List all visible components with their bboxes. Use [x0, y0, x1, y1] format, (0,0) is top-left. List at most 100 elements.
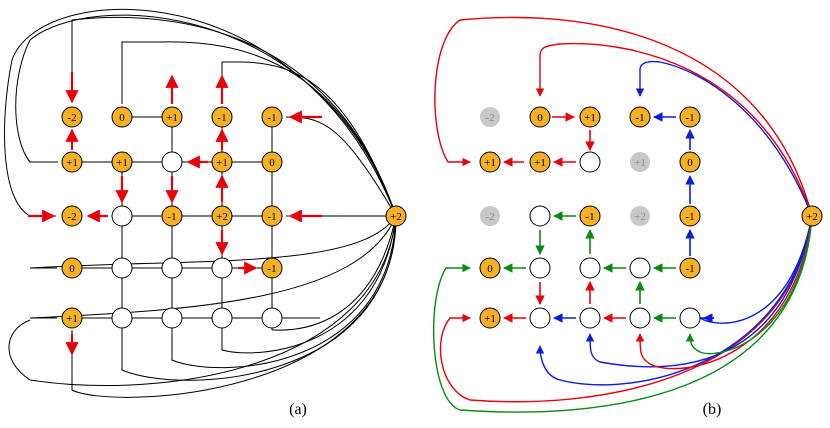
graph-node: -1 — [261, 205, 283, 227]
graph-node: +1 — [61, 151, 83, 173]
arc-to-r5-bottom-1 — [8, 215, 397, 387]
svg-text:-1: -1 — [685, 112, 694, 124]
arc-to-r5-bottom-2 — [271, 215, 397, 331]
arc-red-bottom2 — [635, 215, 813, 370]
graph-node: +1 — [579, 106, 601, 128]
graph-node: 0 — [111, 106, 133, 128]
graph-node: +1 — [111, 151, 133, 173]
svg-text:0: 0 — [69, 263, 75, 275]
graph-node-empty — [629, 257, 651, 279]
source-node: +2 — [801, 205, 823, 227]
graph-node-empty — [529, 307, 551, 329]
svg-text:+1: +1 — [584, 112, 596, 124]
svg-text:+1: +1 — [166, 112, 178, 124]
graph-node: 0 — [261, 151, 283, 173]
arc-to-r5-bottom-3 — [221, 215, 397, 354]
svg-text:+1: +1 — [534, 157, 546, 169]
svg-text:+1: +1 — [484, 157, 496, 169]
arc-green-bottom — [432, 215, 813, 413]
graph-node-empty — [211, 257, 233, 279]
svg-text:-1: -1 — [167, 211, 176, 223]
arc-blue-bottom3 — [585, 215, 813, 368]
graph-node: +1 — [529, 151, 551, 173]
graph-node: -1 — [579, 205, 601, 227]
graph-node: 0 — [479, 257, 501, 279]
graph-node: 0 — [529, 106, 551, 128]
panel-b-caption: (b) — [703, 401, 722, 418]
svg-text:-1: -1 — [217, 112, 226, 124]
graph-node-ghost: -2 — [480, 206, 500, 226]
svg-text:-1: -1 — [635, 112, 644, 124]
svg-text:+2: +2 — [806, 211, 818, 223]
graph-node: +1 — [479, 307, 501, 329]
graph-node: +1 — [61, 307, 83, 329]
panel-a-nodes: -2 0 +1 -1 -1 +1 +1 +1 0 -2 -1 +2 -1 0 -… — [61, 106, 407, 329]
svg-text:0: 0 — [687, 157, 693, 169]
arc-to-r4-left — [29, 215, 397, 269]
graph-node-empty — [579, 307, 601, 329]
svg-text:-1: -1 — [585, 211, 594, 223]
graph-node-ghost: +2 — [630, 206, 650, 226]
svg-text:-1: -1 — [267, 211, 276, 223]
graph-node-empty — [529, 205, 551, 227]
svg-text:+1: +1 — [116, 157, 128, 169]
graph-node: -2 — [61, 106, 83, 128]
graph-node: +1 — [211, 151, 233, 173]
panel-a: -2 0 +1 -1 -1 +1 +1 +1 0 -2 -1 +2 -1 0 -… — [4, 8, 407, 418]
graph-node-empty — [161, 257, 183, 279]
graph-node: +1 — [479, 151, 501, 173]
graph-node-empty — [161, 151, 183, 173]
panel-b-flow-arrows — [503, 112, 714, 323]
graph-node: -1 — [161, 205, 183, 227]
graph-node-empty — [161, 307, 183, 329]
svg-text:+1: +1 — [66, 157, 78, 169]
source-node: +2 — [385, 205, 407, 227]
arc-blue-bottom2 — [697, 215, 813, 324]
svg-text:0: 0 — [269, 157, 275, 169]
graph-node: -1 — [261, 106, 283, 128]
svg-text:-2: -2 — [485, 211, 494, 223]
graph-node-ghost: +1 — [630, 152, 650, 172]
svg-text:-2: -2 — [67, 112, 76, 124]
arc-green-bottom2 — [685, 215, 813, 355]
panel-b-nodes: -2 0 +1 -1 -1 +1 +1 +1 0 -2 -1 +2 -1 0 -… — [479, 106, 823, 329]
panel-a-flow-arrows — [28, 72, 322, 356]
svg-text:-1: -1 — [267, 263, 276, 275]
graph-node: -2 — [61, 205, 83, 227]
graph-node-empty — [111, 257, 133, 279]
graph-node: 0 — [61, 257, 83, 279]
graph-node-empty — [111, 205, 133, 227]
graph-node: -1 — [679, 257, 701, 279]
graph-node-empty — [261, 307, 283, 329]
panel-a-grid — [72, 116, 320, 360]
svg-text:-1: -1 — [685, 263, 694, 275]
graph-node: -1 — [261, 257, 283, 279]
graph-node: 0 — [679, 151, 701, 173]
svg-text:0: 0 — [487, 263, 493, 275]
svg-text:+2: +2 — [634, 211, 646, 223]
graph-node: +1 — [161, 106, 183, 128]
svg-text:-1: -1 — [685, 211, 694, 223]
graph-node-empty — [629, 307, 651, 329]
arc-to-m1-top — [221, 61, 397, 217]
svg-text:+1: +1 — [66, 313, 78, 325]
graph-node: +2 — [211, 205, 233, 227]
arc-to-r5-bottom-4 — [171, 215, 397, 369]
graph-node: -1 — [211, 106, 233, 128]
arc-red-top2 — [535, 42, 813, 217]
graph-node-empty — [679, 307, 701, 329]
svg-text:+1: +1 — [216, 157, 228, 169]
panel-a-arcs — [4, 8, 397, 398]
graph-node-ghost: -2 — [480, 107, 500, 127]
panel-a-caption: (a) — [289, 401, 307, 418]
svg-text:0: 0 — [537, 112, 543, 124]
graph-node-empty — [579, 151, 601, 173]
graph-node: -1 — [679, 205, 701, 227]
arc-to-r5-bottom-6 — [71, 215, 397, 398]
graph-node: -1 — [679, 106, 701, 128]
arc-red-bottom — [439, 215, 813, 403]
arc-to-r3-left — [4, 8, 397, 217]
svg-text:+1: +1 — [484, 313, 496, 325]
panel-b: -2 0 +1 -1 -1 +1 +1 +1 0 -2 -1 +2 -1 0 -… — [432, 16, 823, 418]
